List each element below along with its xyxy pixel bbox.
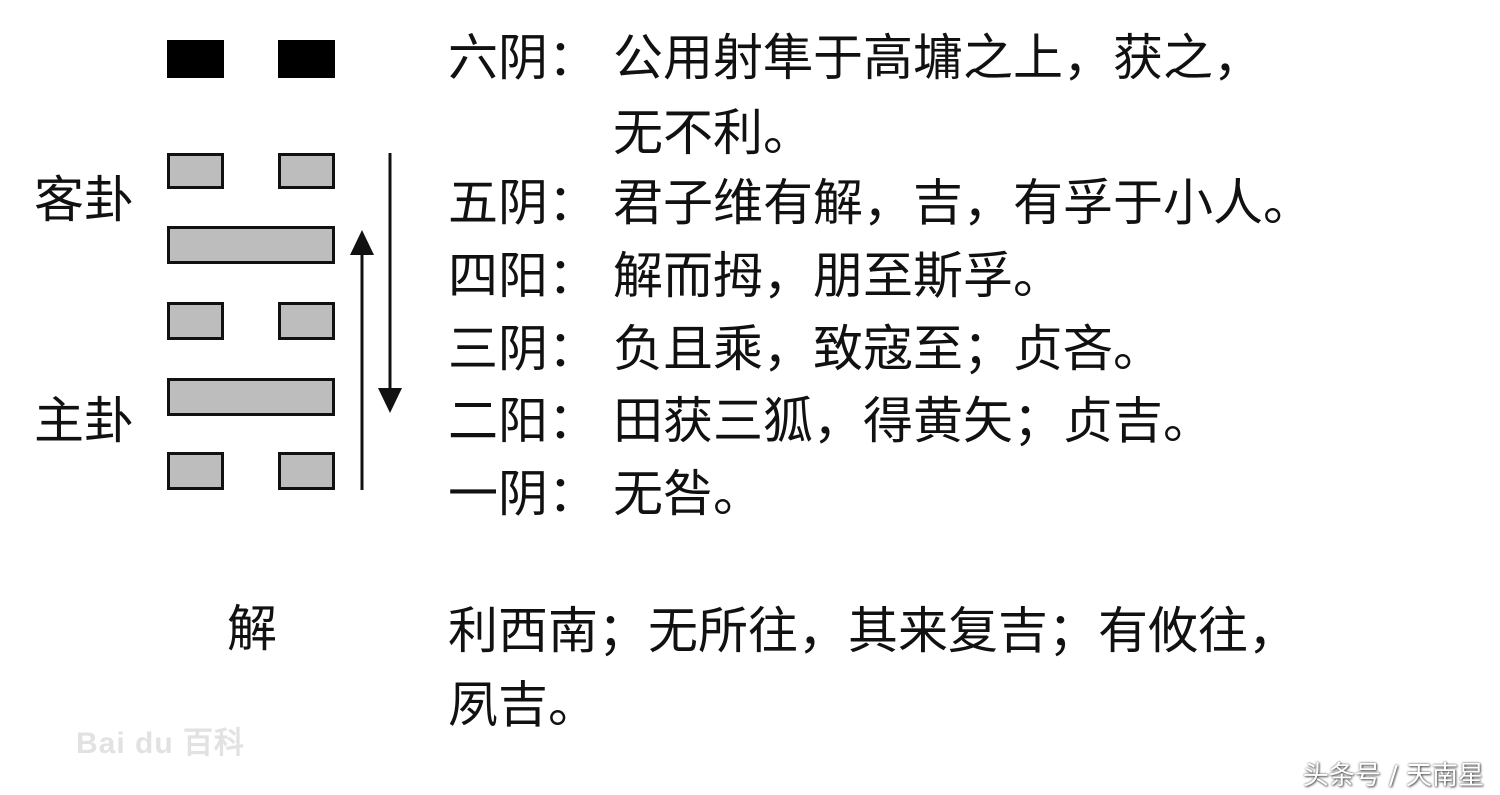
line-2-text: 田获三狐，得黄矢；贞吉。 <box>613 392 1213 450</box>
line-2-position: 二阳： <box>448 392 598 450</box>
line-3-right-segment <box>278 302 335 340</box>
line-4-position: 四阳： <box>448 247 598 305</box>
line-text-1: 一阴：无咎。 <box>448 469 763 519</box>
line-1-left-segment <box>167 452 224 490</box>
line-1-right-segment <box>278 452 335 490</box>
lower-trigram-label: 主卦 <box>34 392 134 450</box>
line-5-position: 五阴： <box>448 174 598 232</box>
hexagram-name: 解 <box>227 600 277 658</box>
line-3-text: 负且乘，致寇至；贞吝。 <box>613 320 1163 378</box>
line-5-text: 君子维有解，吉，有孚于小人。 <box>613 174 1313 232</box>
line-1-position: 一阴： <box>448 465 598 523</box>
line-3-left-segment <box>167 302 224 340</box>
line-2-segment <box>167 378 335 416</box>
upward-arrow-head <box>350 230 374 255</box>
downward-arrow-head <box>378 388 402 413</box>
line-6-text: 公用射隼于高墉之上，获之， <box>613 29 1263 87</box>
source-credit: 头条号 / 天南星 <box>1302 761 1484 791</box>
line-6-position: 六阴： <box>448 29 598 87</box>
line-4-segment <box>167 226 335 264</box>
line-5-left-segment <box>167 153 224 189</box>
judgement-line-1: 利西南；无所往，其来复吉；有攸往， <box>448 602 1298 660</box>
line-text-5: 五阴：君子维有解，吉，有孚于小人。 <box>448 178 1313 228</box>
upper-trigram-label: 客卦 <box>34 171 134 229</box>
baidu-baike-watermark: Bai du 百科 <box>76 727 246 760</box>
line-5-right-segment <box>278 153 335 189</box>
line-6-left-segment <box>167 40 224 78</box>
line-1-text: 无咎。 <box>613 465 763 523</box>
line-text-2: 二阳：田获三狐，得黄矢；贞吉。 <box>448 396 1213 446</box>
line-3-position: 三阴： <box>448 320 598 378</box>
line-text-4: 四阳：解而拇，朋至斯孚。 <box>448 251 1063 301</box>
line-text-3: 三阴：负且乘，致寇至；贞吝。 <box>448 324 1163 374</box>
line-6-right-segment <box>278 40 335 78</box>
line-text-6: 六阴：公用射隼于高墉之上，获之， <box>448 33 1263 83</box>
interaction-arrows <box>350 153 402 490</box>
line-6-continuation: 无不利。 <box>613 104 813 162</box>
judgement-line-2: 夙吉。 <box>448 676 598 734</box>
line-4-text: 解而拇，朋至斯孚。 <box>613 247 1063 305</box>
